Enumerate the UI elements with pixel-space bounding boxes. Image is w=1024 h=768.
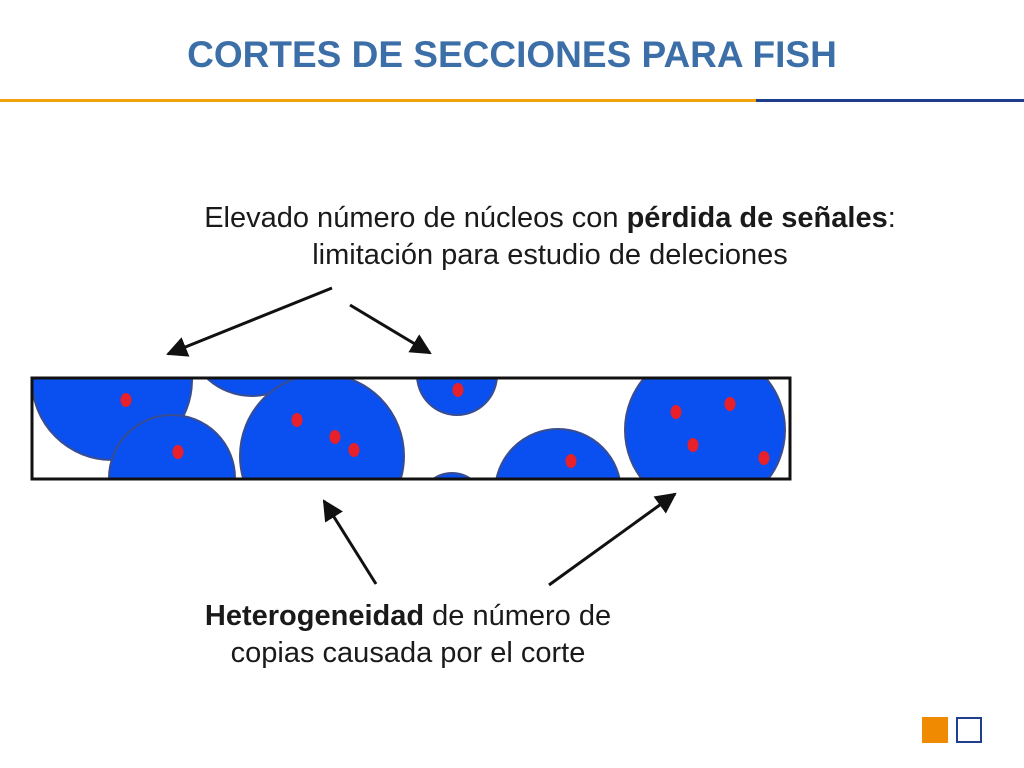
- signal-loss-caption: Elevado número de núcleos con pérdida de…: [180, 200, 920, 274]
- signal-loss-text-1: Elevado número de núcleos con: [204, 202, 627, 234]
- corner-decoration: [922, 715, 992, 745]
- orange-square-icon: [922, 717, 948, 743]
- title-rule-orange: [0, 99, 756, 102]
- nucleus: [205, 378, 299, 397]
- fish-signal: [687, 438, 699, 452]
- heterogeneity-text: de número de copias causada por el corte: [230, 600, 612, 669]
- fish-signal: [758, 451, 770, 465]
- nuclei-group: [32, 378, 786, 479]
- nucleus: [624, 378, 786, 479]
- fish-signal: [724, 397, 736, 411]
- arrow-to-cut-nucleus-right: [548, 492, 677, 587]
- nucleus: [239, 378, 405, 479]
- fish-signal: [565, 454, 577, 468]
- signal-loss-text-2: : limitación para estudio de deleciones: [312, 202, 896, 271]
- nucleus: [495, 428, 621, 479]
- heterogeneity-bold: Heterogeneidad: [204, 600, 425, 632]
- outline-square-icon: [956, 717, 982, 743]
- arrow-to-left-nucleus: [166, 286, 333, 357]
- fish-signal: [172, 445, 184, 459]
- arrow-to-top-nucleus: [349, 303, 432, 355]
- tissue-section-outline: [30, 376, 792, 481]
- title-rule-blue: [756, 99, 1024, 102]
- fish-signal: [348, 443, 360, 457]
- signal-loss-bold: pérdida de señales: [626, 202, 888, 234]
- fish-signal: [291, 413, 303, 427]
- fish-signal: [329, 430, 341, 444]
- heterogeneity-caption: Heterogeneidad de número de copias causa…: [188, 598, 628, 672]
- nucleus: [431, 472, 473, 479]
- fish-signal: [670, 405, 682, 419]
- fish-signal: [120, 393, 132, 407]
- fish-signal: [452, 383, 464, 397]
- nucleus: [416, 378, 498, 416]
- arrow-to-cut-nucleus-left: [322, 499, 378, 585]
- slide-title: CORTES DE SECCIONES PARA FISH: [187, 34, 837, 75]
